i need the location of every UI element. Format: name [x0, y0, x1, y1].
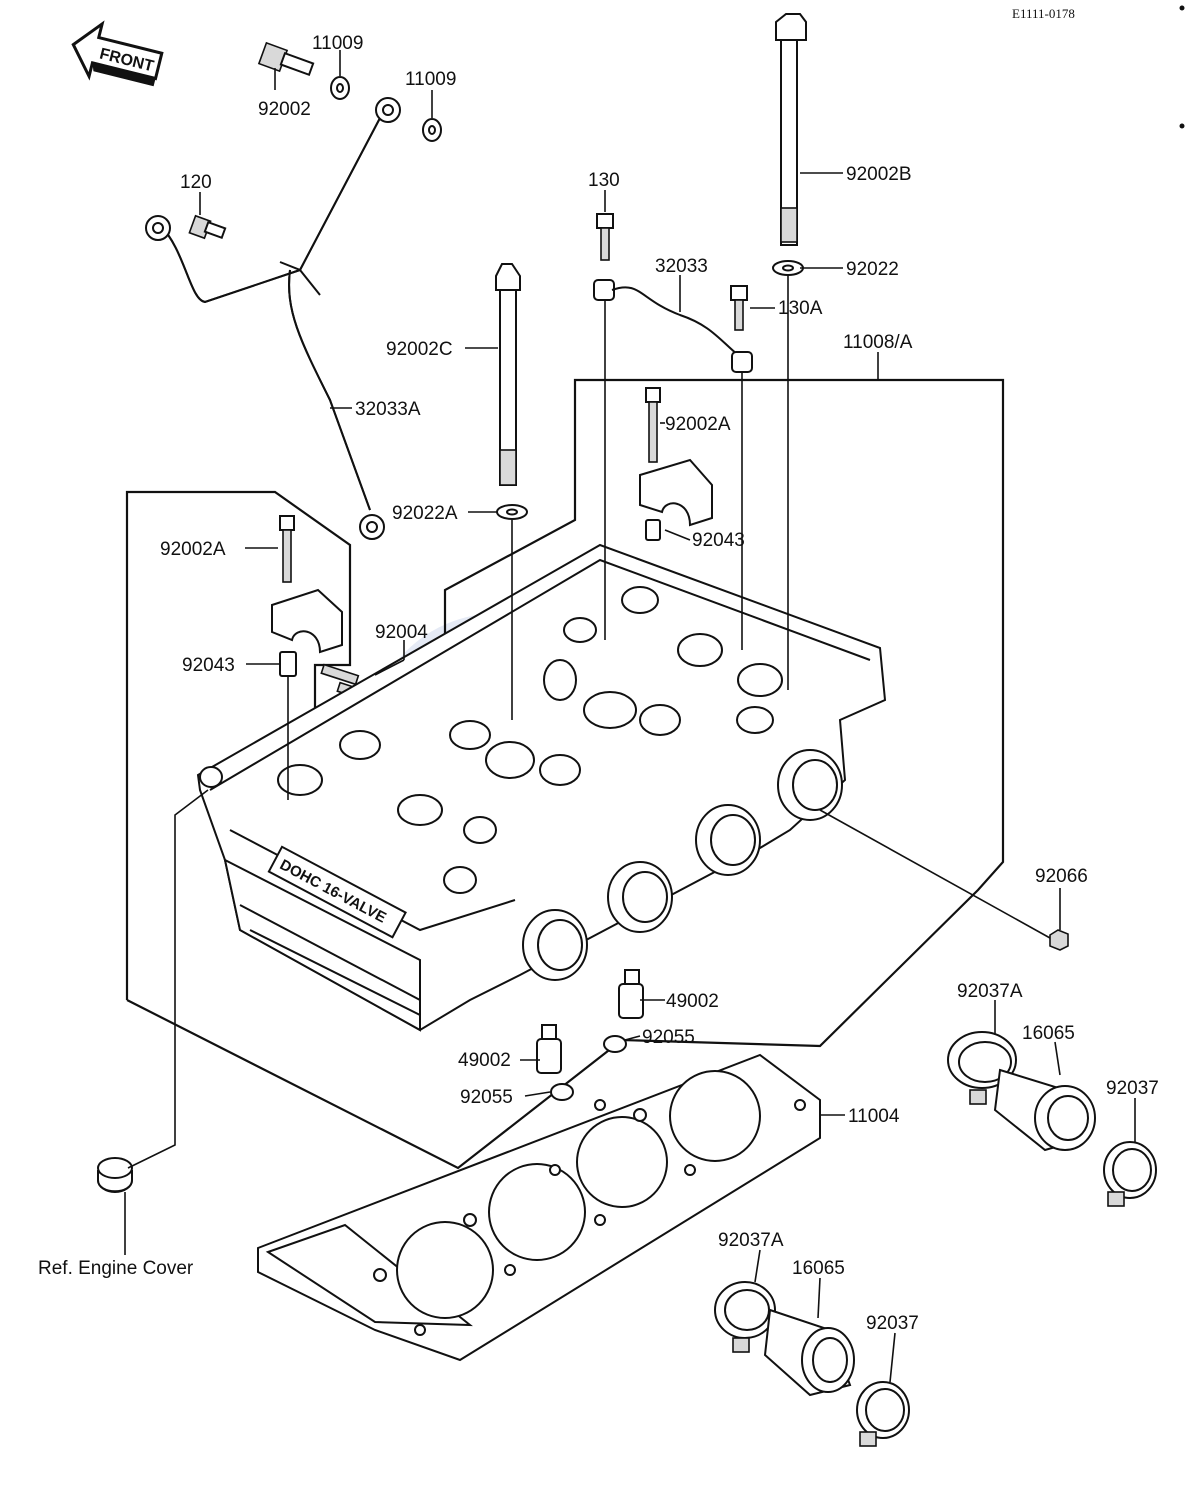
callout-11004: 11004 — [848, 1106, 900, 1127]
plug-cap — [97, 1157, 133, 1193]
carburetor-holder-16065-low — [763, 1308, 855, 1397]
diagram-code: E1111-0178 — [1012, 6, 1075, 21]
oil-pipe-32033 — [593, 279, 753, 373]
bolt-130a — [730, 285, 748, 331]
callout-92066: 92066 — [1035, 866, 1088, 887]
callout-92022a: 92022A — [392, 503, 458, 524]
sensor-49002-right — [618, 969, 644, 1019]
bolt-92002a-top — [645, 387, 661, 463]
camshaft-cap-right — [639, 458, 713, 527]
leader-lines — [124, 50, 1136, 1383]
head-gasket-11004 — [257, 1053, 821, 1362]
clamp-92037-right — [1103, 1141, 1157, 1207]
clamp-92037a-low — [714, 1281, 776, 1353]
callout-92002: 92002 — [258, 99, 311, 120]
washer-11009-a — [330, 76, 350, 100]
callout-92055-right: 92055 — [642, 1027, 695, 1048]
callout-92037-right: 92037 — [1106, 1078, 1159, 1099]
callout-32033a: 32033A — [355, 399, 421, 420]
clamp-92037-low — [856, 1381, 910, 1447]
callout-120: 120 — [180, 172, 212, 193]
head-bolt-92002b — [775, 13, 807, 246]
reference-note: Ref. Engine Cover — [38, 1258, 194, 1279]
bolt-130 — [596, 213, 614, 261]
clamp-92037a-right — [947, 1031, 1017, 1105]
callout-130: 130 — [588, 170, 620, 191]
front-arrow-icon: FRONT — [71, 20, 164, 87]
o-ring-92055-left — [550, 1083, 574, 1101]
o-ring-92055-right — [603, 1035, 627, 1053]
intake-port-4 — [777, 749, 843, 821]
callout-32033: 32033 — [655, 256, 708, 277]
callout-92002b: 92002B — [846, 164, 912, 185]
washer-92022 — [772, 260, 804, 276]
bolt-92002a-left — [279, 515, 295, 583]
washer-11009-b — [422, 118, 442, 142]
intake-port-3 — [695, 804, 761, 876]
callout-16065-low: 16065 — [792, 1258, 845, 1279]
callout-92002a-top: 92002A — [665, 414, 731, 435]
callout-92004: 92004 — [375, 622, 428, 643]
callout-16065-right: 16065 — [1022, 1023, 1075, 1044]
banjo-bolt-92002 — [257, 41, 315, 77]
callout-92002c: 92002C — [386, 339, 453, 360]
callout-92037a-low: 92037A — [718, 1230, 784, 1251]
assembly-outline-11008A — [125, 378, 1005, 1170]
oil-pipe-32033a — [145, 97, 401, 540]
carburetor-holder-16065-right — [993, 1068, 1096, 1152]
cap-nut-92066 — [1049, 929, 1069, 951]
callout-92002a-left: 92002A — [160, 539, 226, 560]
callout-92055-left: 92055 — [460, 1087, 513, 1108]
callout-92043-right: 92043 — [692, 530, 745, 551]
callout-11008a: 11008/A — [843, 332, 913, 353]
sensor-49002-left — [536, 1024, 562, 1074]
intake-port-2 — [607, 861, 673, 933]
callout-11009-b: 11009 — [405, 69, 456, 90]
washer-92022a — [496, 504, 528, 520]
bolt-120 — [188, 214, 227, 240]
callout-92043-left: 92043 — [182, 655, 235, 676]
intake-port-1 — [522, 909, 588, 981]
callout-92037a-right: 92037A — [957, 981, 1023, 1002]
camshaft-cap-left — [271, 588, 343, 654]
callout-49002-left: 49002 — [458, 1050, 511, 1071]
dowel-92043-right — [645, 519, 661, 541]
callout-92037-low: 92037 — [866, 1313, 919, 1334]
callout-130a: 130A — [778, 298, 823, 319]
callout-49002-right: 49002 — [666, 991, 719, 1012]
dowel-92043-left — [279, 651, 297, 677]
callout-labels: 11009 11009 92002 120 130 32033 130A 920… — [38, 33, 1159, 1334]
callout-11009-a: 11009 — [312, 33, 363, 54]
head-bolt-92002c — [495, 263, 521, 486]
callout-92022: 92022 — [846, 259, 899, 280]
